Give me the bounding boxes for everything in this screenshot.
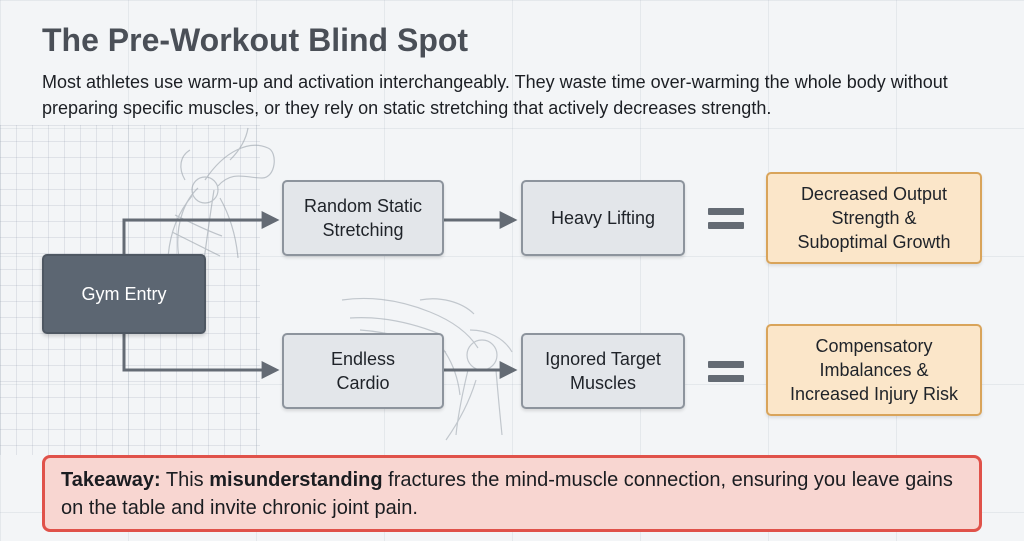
decreased-output-result-box: Decreased Output Strength & Suboptimal G… <box>766 172 982 264</box>
muscles-label-line-2: Muscles <box>569 373 636 393</box>
equals-sign-top <box>708 208 744 230</box>
stretching-label-line-2: Stretching <box>322 220 404 240</box>
ignored-target-muscles-box: Ignored Target Muscles <box>521 333 685 409</box>
compensatory-imbalances-result-box: Compensatory Imbalances & Increased Inju… <box>766 324 982 416</box>
takeaway-text-before: This <box>165 469 204 491</box>
takeaway-callout: Takeaway: This misunderstanding fracture… <box>42 455 982 532</box>
random-static-stretching-box: Random Static Stretching <box>282 180 444 256</box>
gym-entry-box: Gym Entry <box>42 254 206 334</box>
arrow-entry-to-cardio <box>122 334 280 379</box>
result-bottom-line-3: Increased Injury Risk <box>789 384 959 404</box>
takeaway-label: Takeaway: <box>61 469 161 491</box>
page-title: The Pre-Workout Blind Spot <box>42 22 469 58</box>
result-bottom-line-1: Compensatory <box>815 336 933 356</box>
heavy-lifting-label: Heavy Lifting <box>550 208 656 228</box>
muscles-label-line-1: Ignored Target <box>545 349 661 369</box>
result-top-line-3: Suboptimal Growth <box>797 232 951 252</box>
result-bottom-line-2: Imbalances & <box>819 360 929 380</box>
arrow-entry-to-stretching <box>122 211 280 255</box>
equals-sign-bottom <box>708 361 744 383</box>
endless-cardio-box: Endless Cardio <box>282 333 444 409</box>
gym-entry-label: Gym Entry <box>81 284 167 304</box>
page-subtitle: Most athletes use warm-up and activation… <box>42 72 948 118</box>
stretching-label-line-1: Random Static <box>303 196 423 216</box>
takeaway-emphasis: misunderstanding <box>209 469 383 491</box>
cardio-label-line-2: Cardio <box>336 373 390 393</box>
takeaway-text-after: fractures the mind-muscle connection, en… <box>61 469 953 519</box>
result-top-line-2: Strength & <box>831 208 917 228</box>
cardio-label-line-1: Endless <box>330 349 396 369</box>
result-top-line-1: Decreased Output <box>800 184 948 204</box>
heavy-lifting-box: Heavy Lifting <box>521 180 685 256</box>
